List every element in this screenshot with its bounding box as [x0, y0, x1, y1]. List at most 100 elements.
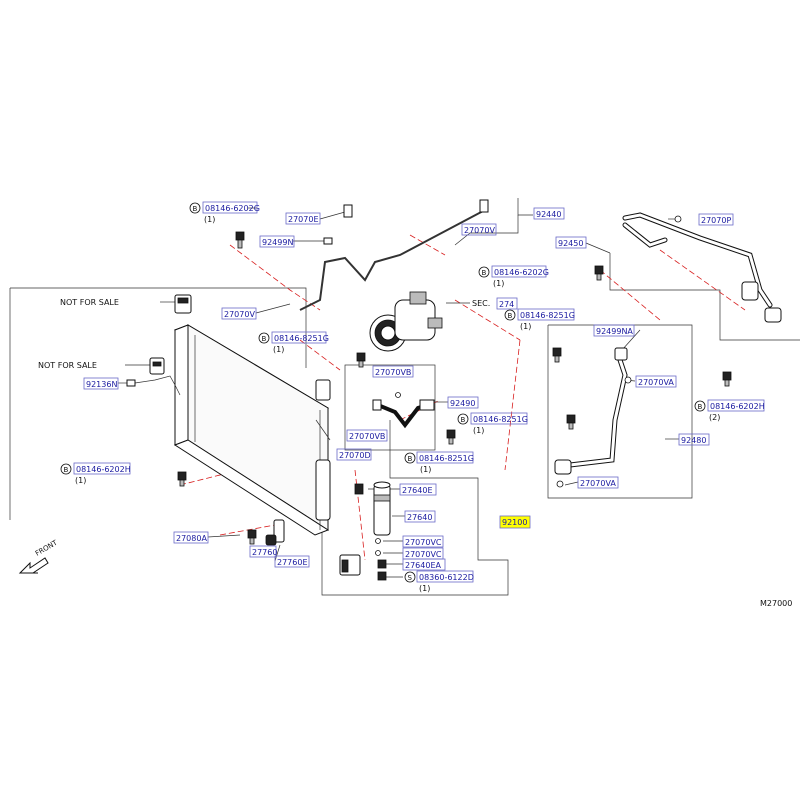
diagram-code: M27000: [760, 599, 792, 608]
part-label-92490[interactable]: 92490: [447, 396, 479, 409]
bolt: [594, 265, 604, 281]
part-label-92480[interactable]: 92480: [678, 433, 710, 446]
leader-line: [564, 481, 579, 486]
drier-cap: [354, 483, 364, 495]
part-label-27640e[interactable]: 27640E: [399, 483, 437, 496]
part-label-27760e[interactable]: 27760E: [274, 555, 310, 568]
bolt-callout[interactable]: B 08146-6202H (2): [694, 399, 765, 422]
svg-text:27760E: 27760E: [277, 558, 308, 567]
svg-text:B: B: [408, 455, 413, 463]
drier-bracket: [339, 554, 361, 576]
o-ring: [674, 215, 682, 223]
svg-text:27070VB: 27070VB: [375, 368, 411, 377]
part-label-27640[interactable]: 27640: [404, 510, 436, 523]
o-ring: [375, 538, 381, 544]
svg-text:27640EA: 27640EA: [405, 561, 442, 570]
dashed-leader: [454, 299, 521, 341]
svg-text:(1): (1): [273, 345, 284, 354]
svg-text:27070E: 27070E: [288, 215, 319, 224]
mount-bracket: [265, 519, 285, 546]
dashed-leader: [229, 244, 321, 311]
svg-text:92100: 92100: [502, 518, 527, 527]
section-label[interactable]: SEC. 274: [472, 297, 518, 310]
bolt-callout[interactable]: B 08146-8251G (1): [457, 412, 528, 435]
hose-end: [764, 307, 782, 323]
part-label-27070vc[interactable]: 27070VC: [402, 535, 444, 548]
clip-part: [343, 204, 353, 218]
svg-text:27070VC: 27070VC: [405, 550, 442, 559]
part-label-92136n[interactable]: 92136N: [83, 377, 119, 390]
part-label-27070v[interactable]: 27070V: [221, 307, 257, 320]
part-number: 08146-6202G: [494, 268, 549, 277]
part-label-27070va[interactable]: 27070VA: [577, 476, 619, 489]
o-ring: [395, 392, 401, 398]
part-label-27070v[interactable]: 27070V: [461, 223, 497, 236]
svg-text:S: S: [408, 574, 413, 582]
svg-text:92490: 92490: [450, 399, 475, 408]
fitting-part: [372, 399, 382, 411]
plug-part: [377, 559, 387, 569]
svg-text:(1): (1): [420, 465, 431, 474]
part-label-27070p[interactable]: 27070P: [698, 213, 734, 226]
part-number: 08146-6202H: [76, 465, 131, 474]
hose-end: [614, 347, 628, 361]
bolt-callout[interactable]: B 08146-8251G (1): [404, 451, 474, 474]
part-label-27080a[interactable]: 27080A: [173, 531, 209, 544]
dashed-leader: [219, 524, 276, 536]
part-label-27760[interactable]: 27760: [249, 545, 277, 558]
bolt-callout[interactable]: B 08146-6202G (1): [478, 265, 549, 288]
dashed-leader: [299, 339, 341, 371]
svg-text:27070VB: 27070VB: [349, 432, 385, 441]
front-arrow-icon: [18, 557, 49, 574]
svg-text:(1): (1): [204, 215, 215, 224]
svg-text:B: B: [193, 205, 198, 213]
bolt: [356, 352, 366, 368]
bolt-callout[interactable]: B 08146-8251G (1): [258, 331, 329, 354]
bolt-callout[interactable]: B 08146-8251G (1): [504, 308, 575, 331]
not-for-sale-label: NOT FOR SALE: [60, 298, 119, 307]
part-label-92450[interactable]: 92450: [555, 236, 587, 249]
part-number: 08146-8251G: [520, 311, 575, 320]
dashed-leader: [659, 249, 746, 311]
svg-text:27760: 27760: [252, 548, 277, 557]
o-ring: [624, 376, 632, 384]
part-label-92499na[interactable]: 92499NA: [593, 324, 635, 337]
part-label-27640ea[interactable]: 27640EA: [402, 558, 446, 571]
svg-text:27640: 27640: [407, 513, 432, 522]
svg-text:(1): (1): [493, 279, 504, 288]
part-label-27070va[interactable]: 27070VA: [635, 375, 677, 388]
fitting-part: [479, 199, 489, 213]
part-label-92440[interactable]: 92440: [533, 207, 565, 220]
part-number: 08146-6202H: [710, 402, 765, 411]
svg-text:B: B: [64, 466, 69, 474]
dashed-leader: [599, 269, 661, 321]
part-label-92100[interactable]: 92100: [499, 515, 531, 529]
part-label-27070d[interactable]: 27070D: [336, 448, 372, 461]
hose-end: [741, 281, 759, 301]
svg-text:B: B: [508, 312, 513, 320]
part-label-92499n[interactable]: 92499N: [259, 235, 295, 248]
svg-text:92450: 92450: [558, 239, 583, 248]
svg-text:(2): (2): [709, 413, 720, 422]
seal-part: [323, 237, 333, 245]
svg-text:B: B: [482, 269, 487, 277]
part-label-27070vb[interactable]: 27070VB: [346, 429, 388, 442]
svg-text:27070V: 27070V: [224, 310, 255, 319]
svg-text:92136N: 92136N: [86, 380, 117, 389]
part-number: 08146-8251G: [473, 415, 528, 424]
part-label-27070vb[interactable]: 27070VB: [372, 365, 414, 378]
leader-line: [621, 329, 641, 351]
right-hose-frame: [609, 253, 800, 341]
svg-text:27070VA: 27070VA: [638, 378, 674, 387]
bolt-callout[interactable]: B 08146-6202H (1): [60, 462, 131, 485]
bolt: [235, 231, 245, 249]
bolt-callout[interactable]: B 08146-6202G (1): [189, 201, 260, 224]
svg-text:27070V: 27070V: [464, 226, 495, 235]
bracket-part: [174, 294, 192, 314]
dashed-leader: [409, 234, 446, 256]
screw-callout[interactable]: S 08360-6122D (1): [404, 570, 474, 593]
bolt: [446, 429, 456, 445]
part-label-27070e[interactable]: 27070E: [285, 212, 321, 225]
part-label-27070vc[interactable]: 27070VC: [402, 547, 444, 560]
leader-line: [207, 534, 241, 538]
